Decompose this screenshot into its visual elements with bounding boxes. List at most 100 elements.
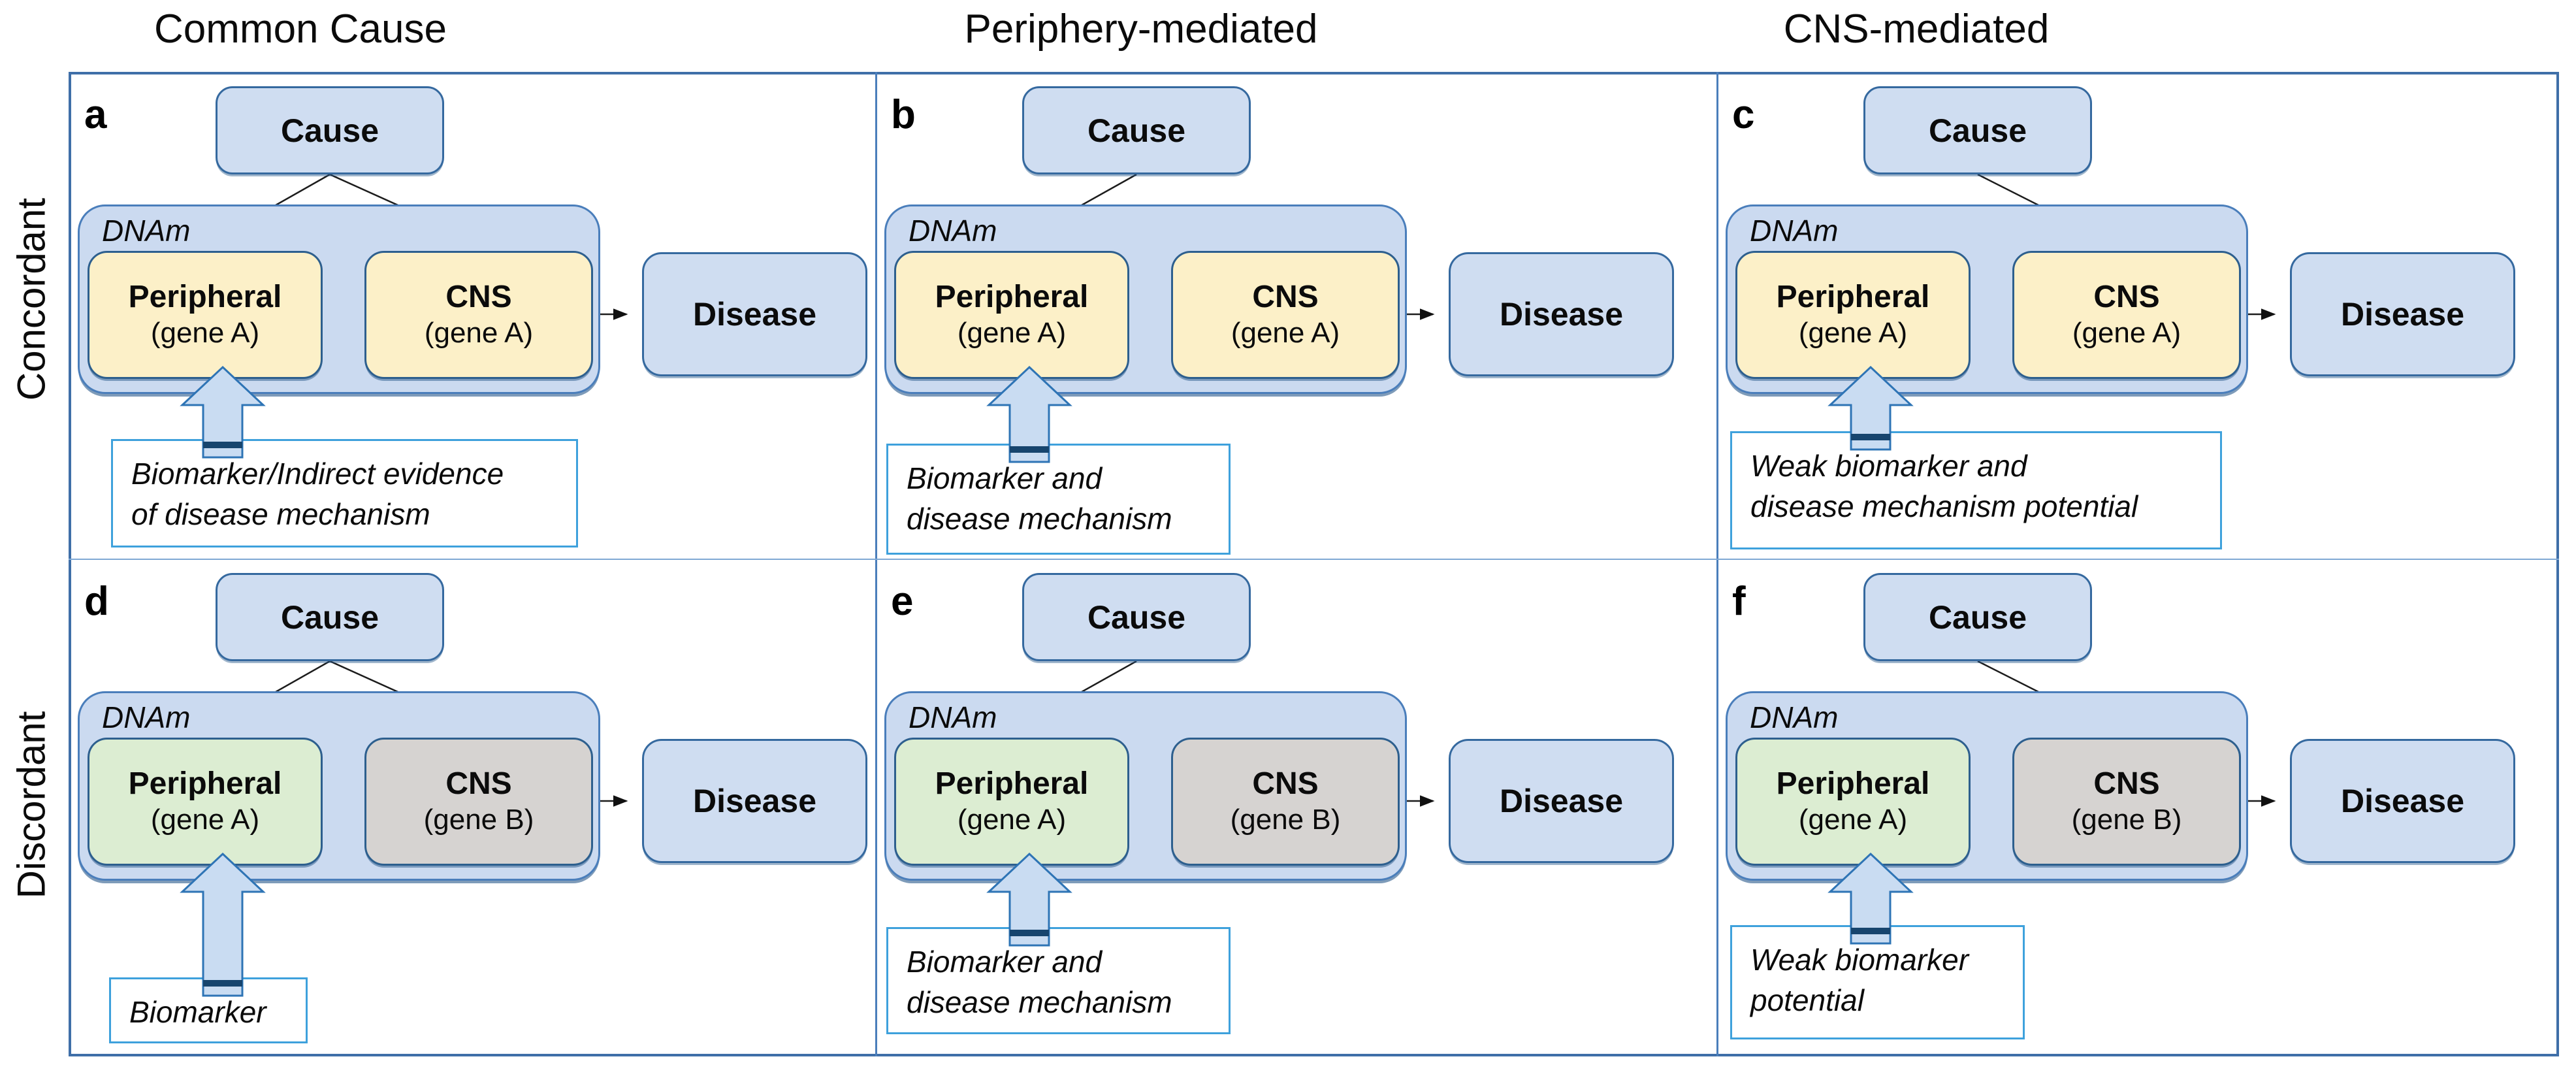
cns-box: CNS (gene A) — [1171, 251, 1400, 379]
peripheral-gene: (gene A) — [957, 804, 1067, 836]
peripheral-gene: (gene A) — [957, 317, 1067, 350]
cause-label: Cause — [280, 598, 379, 636]
cns-box: CNS (gene A) — [364, 251, 593, 379]
peripheral-box: Peripheral (gene A) — [894, 251, 1129, 379]
annotation-line: Biomarker/Indirect evidence — [131, 457, 504, 491]
dnam-container: DNAm Peripheral (gene A) CNS (gene A) — [78, 204, 600, 394]
peripheral-box: Peripheral (gene A) — [88, 738, 323, 866]
row-label-concordant: Concordant — [9, 197, 54, 401]
peripheral-box: Peripheral (gene A) — [88, 251, 323, 379]
annotation-line: Biomarker and — [907, 461, 1103, 495]
panel-letter: b — [891, 92, 916, 137]
disease-label: Disease — [692, 783, 817, 819]
panel-b: b Cause DNAm Peripheral (gene A) CNS (ge… — [875, 72, 1716, 559]
cns-gene: (gene A) — [424, 317, 534, 350]
peripheral-label: Peripheral — [128, 279, 282, 314]
peripheral-gene: (gene A) — [1798, 804, 1908, 836]
annotation-line: disease mechanism potential — [1750, 489, 2138, 523]
cause-label: Cause — [1087, 112, 1186, 149]
peripheral-box: Peripheral (gene A) — [1735, 738, 1971, 866]
peripheral-gene: (gene A) — [1798, 317, 1908, 350]
column-divider-1 — [875, 72, 877, 1056]
row-label-discordant: Discordant — [9, 711, 54, 899]
cns-box: CNS (gene A) — [2012, 251, 2241, 379]
cause-box: Cause — [216, 573, 444, 661]
dnam-container: DNAm Peripheral (gene A) CNS (gene B) — [78, 691, 600, 881]
cns-label: CNS — [445, 766, 512, 801]
cause-box: Cause — [216, 86, 444, 174]
dnam-container: DNAm Peripheral (gene A) CNS (gene A) — [884, 204, 1407, 394]
disease-label: Disease — [1499, 783, 1624, 819]
annotation-line: Biomarker and — [907, 945, 1103, 979]
dnam-container: DNAm Peripheral (gene A) CNS (gene B) — [884, 691, 1407, 881]
peripheral-gene: (gene A) — [150, 317, 260, 350]
disease-box: Disease — [2290, 739, 2515, 863]
peripheral-box: Peripheral (gene A) — [894, 738, 1129, 866]
peripheral-label: Peripheral — [935, 766, 1089, 801]
disease-box: Disease — [2290, 252, 2515, 376]
cns-gene: (gene A) — [2072, 317, 2182, 350]
cause-label: Cause — [1928, 112, 2027, 149]
annotation-line: Weak biomarker — [1750, 943, 1969, 977]
row-divider — [69, 559, 2559, 560]
dnam-label: DNAm — [909, 214, 997, 248]
column-header-cns-mediated: CNS-mediated — [1783, 7, 2050, 52]
disease-label: Disease — [1499, 296, 1624, 333]
dnam-container: DNAm Peripheral (gene A) CNS (gene A) — [1726, 204, 2248, 394]
peripheral-label: Peripheral — [128, 766, 282, 801]
cause-box: Cause — [1863, 573, 2092, 661]
table-frame — [69, 72, 2559, 1056]
annotation-line: of disease mechanism — [131, 497, 430, 531]
cns-label: CNS — [2093, 279, 2160, 314]
annotation-line: disease mechanism — [907, 985, 1172, 1019]
dnam-label: DNAm — [102, 700, 191, 734]
peripheral-label: Peripheral — [1776, 279, 1930, 314]
cns-label: CNS — [1252, 279, 1319, 314]
annotation-line: Weak biomarker and — [1750, 449, 2027, 483]
dnam-label: DNAm — [1750, 214, 1839, 248]
panel-letter: e — [891, 579, 914, 624]
annotation-line: potential — [1750, 983, 1864, 1017]
annotation-line: disease mechanism — [907, 501, 1172, 536]
annotation-box: Weak biomarker and disease mechanism pot… — [1730, 431, 2222, 549]
annotation-box: Biomarker/Indirect evidence of disease m… — [111, 439, 578, 547]
panel-letter: c — [1732, 92, 1755, 137]
panel-d: d Cause DNAm Peripheral (gene A) CNS (ge… — [69, 559, 875, 1056]
column-header-periphery-mediated: Periphery-mediated — [964, 7, 1318, 52]
annotation-box: Biomarker and disease mechanism — [886, 927, 1231, 1034]
annotation-box: Biomarker and disease mechanism — [886, 444, 1231, 555]
cns-gene: (gene B) — [2071, 804, 2182, 836]
peripheral-label: Peripheral — [1776, 766, 1930, 801]
disease-box: Disease — [1449, 252, 1674, 376]
dnam-container: DNAm Peripheral (gene A) CNS (gene B) — [1726, 691, 2248, 881]
cause-label: Cause — [280, 112, 379, 149]
cause-label: Cause — [1087, 598, 1186, 636]
disease-box: Disease — [1449, 739, 1674, 863]
disease-box: Disease — [642, 252, 867, 376]
column-divider-2 — [1716, 72, 1718, 1056]
dnam-label: DNAm — [102, 214, 191, 248]
panel-a: a Cause DNAm Peripheral (gene A) CNS (ge… — [69, 72, 875, 559]
disease-label: Disease — [2340, 783, 2465, 819]
peripheral-gene: (gene A) — [150, 804, 260, 836]
annotation-box: Weak biomarker potential — [1730, 925, 2025, 1039]
cns-label: CNS — [445, 279, 512, 314]
peripheral-box: Peripheral (gene A) — [1735, 251, 1971, 379]
cns-box: CNS (gene B) — [364, 738, 593, 866]
cns-label: CNS — [1252, 766, 1319, 801]
annotation-line: Biomarker — [129, 995, 266, 1029]
panel-f: f Cause DNAm Peripheral (gene A) CNS (ge… — [1716, 559, 2559, 1056]
disease-box: Disease — [642, 739, 867, 863]
panel-e: e Cause DNAm Peripheral (gene A) CNS (ge… — [875, 559, 1716, 1056]
cause-box: Cause — [1863, 86, 2092, 174]
column-header-common-cause: Common Cause — [154, 7, 447, 52]
cns-gene: (gene B) — [1230, 804, 1341, 836]
peripheral-label: Peripheral — [935, 279, 1089, 314]
dnam-label: DNAm — [1750, 700, 1839, 734]
cns-box: CNS (gene B) — [1171, 738, 1400, 866]
cns-gene: (gene B) — [423, 804, 534, 836]
panel-letter: d — [84, 579, 109, 624]
cns-box: CNS (gene B) — [2012, 738, 2241, 866]
disease-label: Disease — [2340, 296, 2465, 333]
